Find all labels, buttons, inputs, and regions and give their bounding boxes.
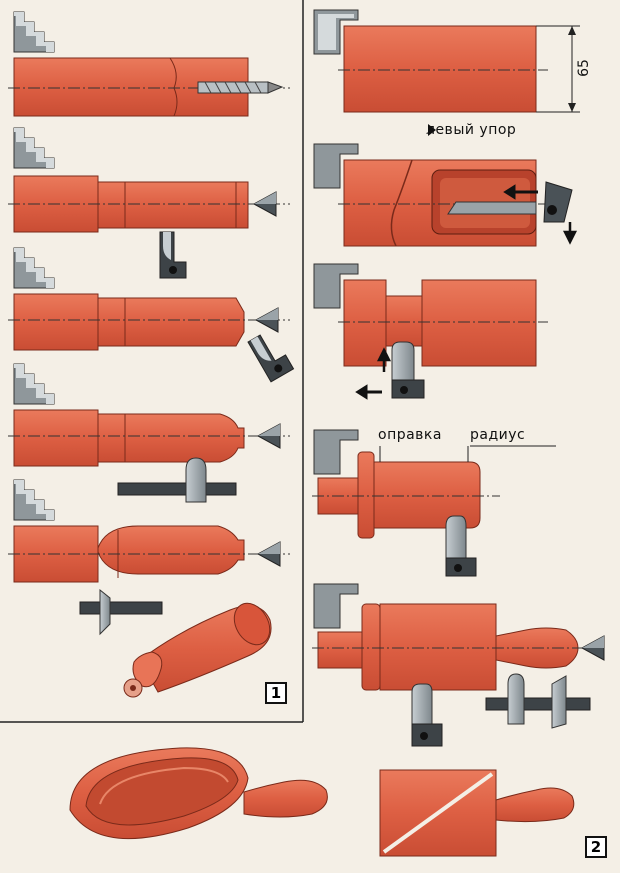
- step2-rough-cylinder: [8, 127, 290, 279]
- r2-hollowing: [313, 124, 578, 247]
- scoop-illustration: [69, 747, 328, 839]
- r3-shoulder: [313, 263, 548, 400]
- figure-number-1: 1: [265, 682, 287, 704]
- dimension-65: 65: [575, 59, 592, 77]
- r4-mandrel: [312, 429, 556, 577]
- label-radius: радиус: [470, 427, 526, 443]
- r1-blank: [313, 9, 580, 113]
- label-left-stop: левый упор: [426, 122, 517, 138]
- figure-number-2: 2: [585, 836, 607, 858]
- step4-shape-handle: [8, 363, 290, 503]
- step5-finished-profile: [8, 479, 290, 636]
- step3-taper: [8, 247, 295, 383]
- split-blank-illustration: [379, 769, 575, 857]
- label-mandrel: оправка: [378, 427, 442, 443]
- step1-drill-blank: [8, 11, 290, 117]
- finished-handle-illustration: [123, 602, 272, 698]
- r5-scoop-turning: [312, 583, 605, 747]
